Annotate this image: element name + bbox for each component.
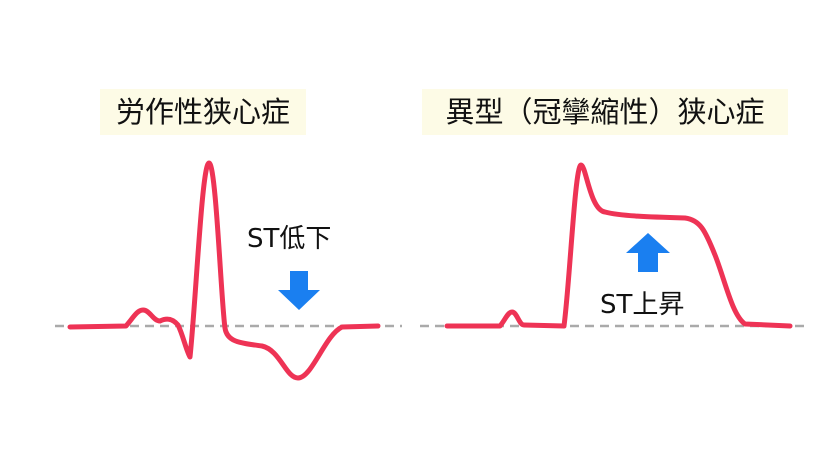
- st-depression-label: ST低下: [247, 224, 332, 254]
- up-arrow-icon: [626, 233, 670, 272]
- panel-title-exertional-angina: 労作性狭心症: [100, 89, 306, 135]
- panel-title-vasospastic-angina: 異型（冠攣縮性）狭心症: [422, 89, 788, 135]
- ecg-waveform-st-depression: [67, 160, 381, 381]
- ecg-waveform-st-elevation: [444, 162, 793, 329]
- st-elevation-label: ST上昇: [600, 290, 685, 320]
- down-arrow-icon: [278, 271, 320, 310]
